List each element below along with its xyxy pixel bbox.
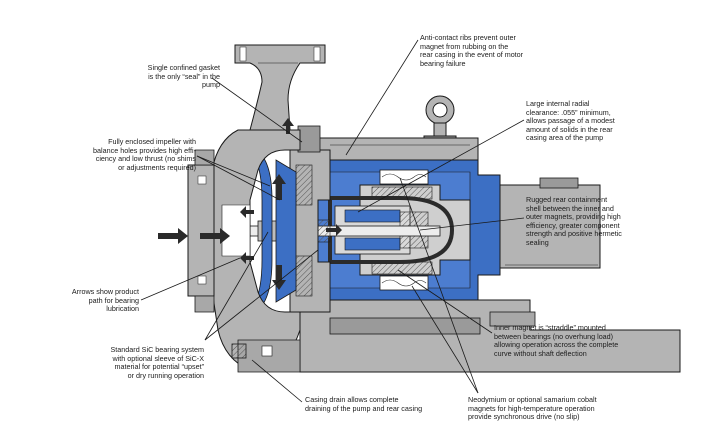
containment-shell bbox=[328, 196, 455, 264]
callout-flow-arrows: Arrows show product path for bearing lub… bbox=[71, 287, 139, 314]
callout-sic-bearing: Standard SiC bearing system with optiona… bbox=[110, 345, 204, 380]
callout-anti-contact-ribs: Anti-contact ribs prevent outer magnet f… bbox=[420, 33, 524, 68]
leader-lines bbox=[140, 39, 525, 403]
eye-bolt bbox=[423, 95, 457, 145]
callout-inner-magnet: Inner magnet is “straddle” mounted betwe… bbox=[494, 323, 619, 358]
callout-gasket: Single confined gasket is the only “seal… bbox=[147, 63, 220, 90]
callout-containment-shell: Rugged rear containment shell between th… bbox=[526, 195, 622, 247]
outer-magnets bbox=[379, 169, 429, 291]
callout-neodymium-magnets: Neodymium or optional samarium cobalt ma… bbox=[468, 395, 597, 422]
pump-casing bbox=[187, 44, 326, 373]
callout-radial-clearance: Large internal radial clearance: .055” m… bbox=[526, 99, 615, 143]
rear-casing-top bbox=[311, 137, 479, 161]
callout-casing-drain: Casing drain allows complete draining of… bbox=[305, 395, 423, 413]
bearing-housing bbox=[289, 125, 331, 313]
motor-flange bbox=[499, 177, 601, 269]
callout-impeller: Fully enclosed impeller with balance hol… bbox=[93, 137, 196, 172]
